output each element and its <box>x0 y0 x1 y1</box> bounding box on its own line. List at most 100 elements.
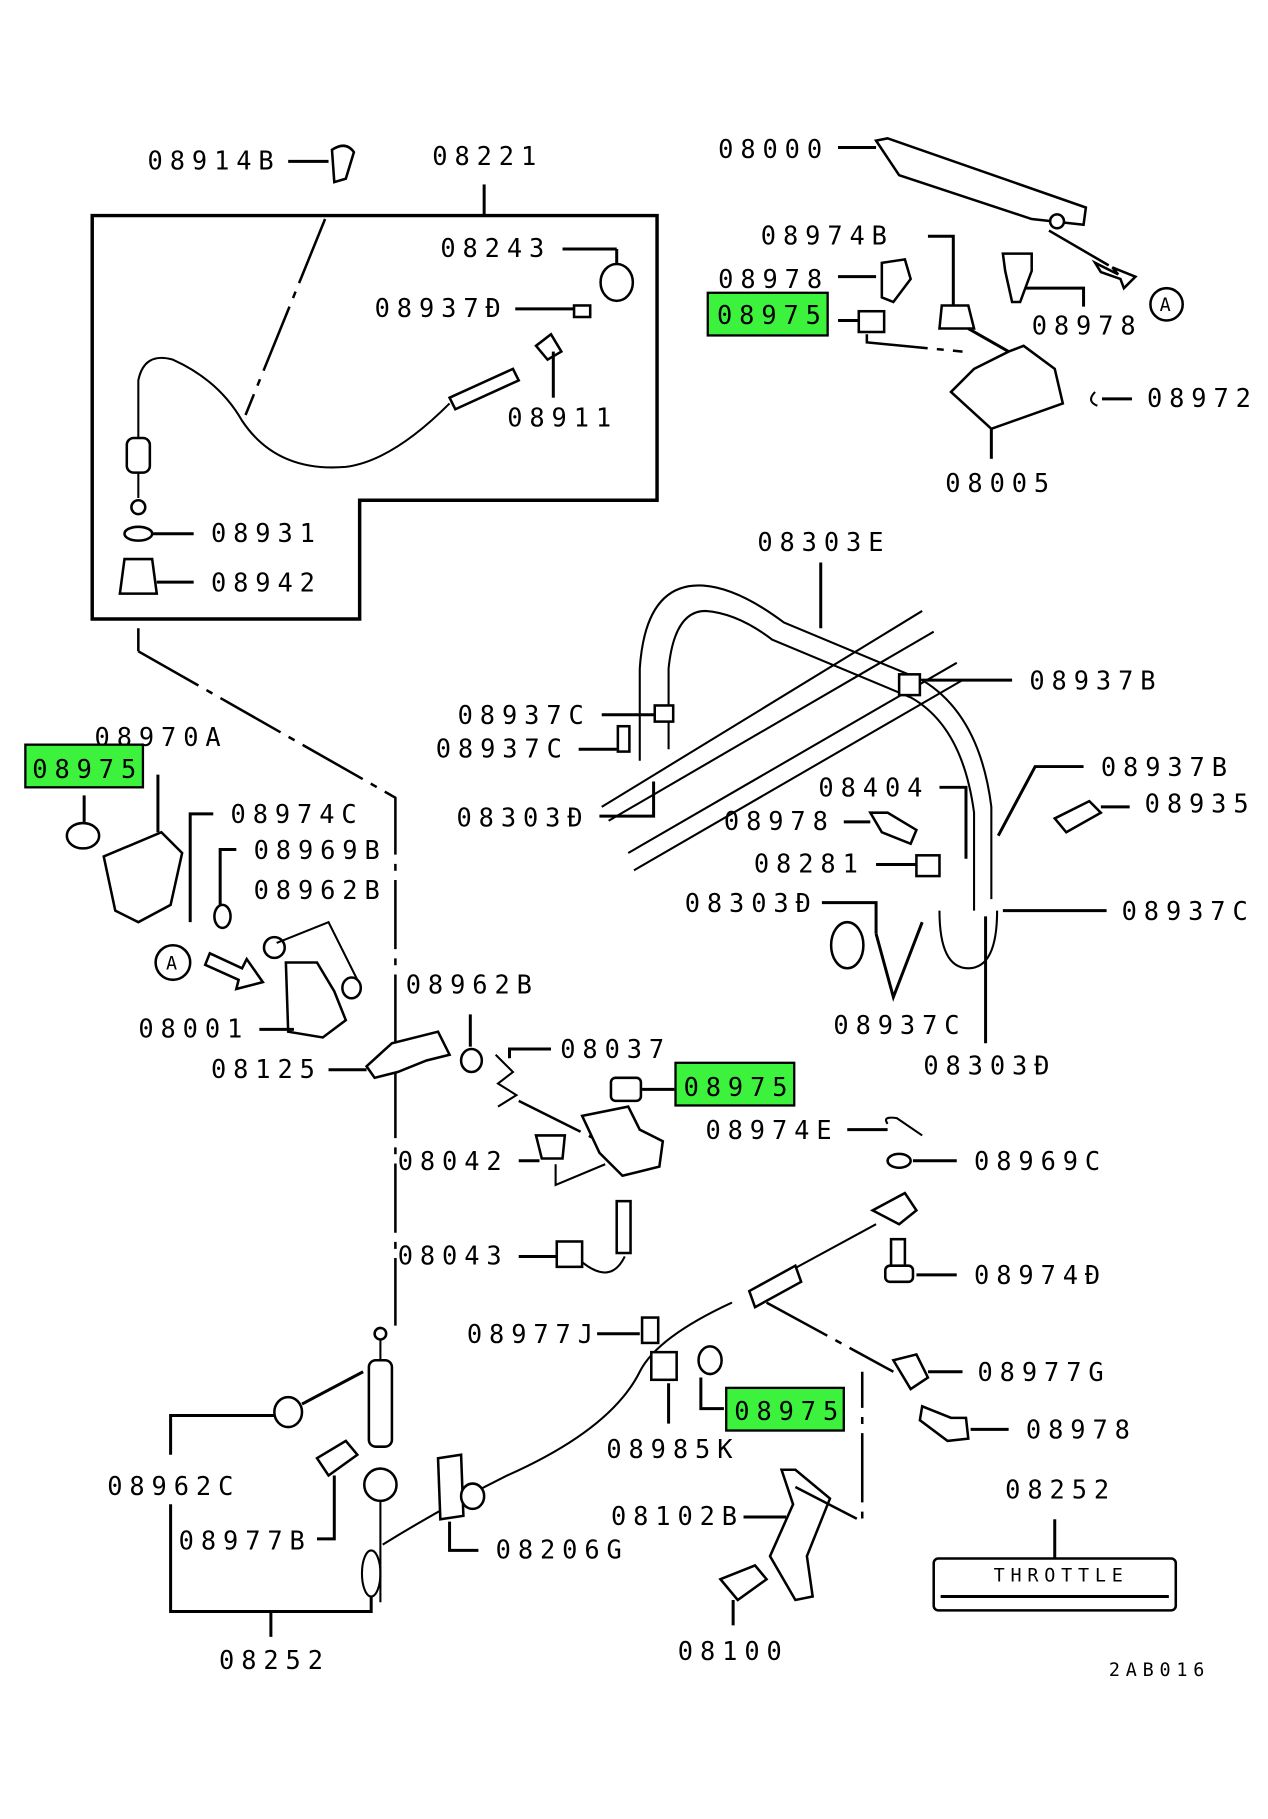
part-label-08978-top[interactable]: 08978 <box>718 264 829 294</box>
part-label-08937C-3[interactable]: 08937C <box>1122 896 1255 926</box>
lever-08125-icon <box>364 1030 452 1080</box>
part-label-08937D[interactable]: 08937Đ <box>375 293 508 323</box>
linkage-group: 08125 08962B 08037 08975 08042 08974E 08… <box>211 970 1107 1290</box>
part-label-08937C-2[interactable]: 08937C <box>436 733 569 763</box>
part-label-08404[interactable]: 08404 <box>818 773 929 803</box>
cable-inner-upper <box>794 1223 877 1269</box>
part-label-08972[interactable]: 08972 <box>1147 383 1258 413</box>
part-label-08975-top[interactable]: 08975 <box>717 300 828 330</box>
part-label-08969C[interactable]: 08969C <box>974 1146 1107 1176</box>
part-label-08303E[interactable]: 08303E <box>757 527 890 557</box>
part-label-08043[interactable]: 08043 <box>398 1241 509 1271</box>
detail-marker-A-left-text: A <box>166 953 183 974</box>
part-label-08985K[interactable]: 08985K <box>606 1434 739 1464</box>
nut-08975-left-icon <box>65 821 101 850</box>
bushing-08962C-icon <box>273 1395 304 1429</box>
part-label-08281[interactable]: 08281 <box>754 849 865 879</box>
part-label-08125[interactable]: 08125 <box>211 1054 322 1084</box>
cable-boot-icon <box>367 1358 394 1448</box>
leader-08206G <box>448 1521 479 1552</box>
hose-fitting-icon <box>829 920 865 970</box>
grommet-08911-icon <box>534 332 564 362</box>
part-label-08977G[interactable]: 08977G <box>978 1357 1111 1387</box>
leader-08974B <box>927 234 955 309</box>
part-label-08974D[interactable]: 08974Đ <box>974 1260 1107 1290</box>
clamp-08937C-1-icon <box>653 704 675 723</box>
part-label-08206G[interactable]: 08206G <box>496 1534 629 1564</box>
detail-a-group: 08970A 08975 08974C 08969B 08962B A 0800… <box>24 628 397 1326</box>
clip-08914B-icon <box>330 144 356 184</box>
pedal-group: 08000 A 08974B 08978 08975 08978 08005 0… <box>706 134 1258 498</box>
part-label-08911[interactable]: 08911 <box>507 403 618 433</box>
connector-08043-icon <box>555 1240 584 1269</box>
part-label-08978-right[interactable]: 08978 <box>1032 310 1143 340</box>
part-label-08978-bottom[interactable]: 08978 <box>1026 1415 1137 1445</box>
part-label-08937C-4[interactable]: 08937C <box>833 1010 966 1040</box>
ball-end-icon <box>130 499 147 516</box>
part-label-08942[interactable]: 08942 <box>211 567 322 597</box>
part-label-08931[interactable]: 08931 <box>211 518 322 548</box>
part-label-08997[interactable]: 08100 <box>678 1636 789 1666</box>
part-label-08252[interactable]: 08252 <box>1005 1475 1116 1505</box>
part-label-08914B[interactable]: 08914B <box>148 145 281 175</box>
part-label-08303D-1[interactable]: 08303Đ <box>456 803 589 833</box>
cable-end-lower-icon <box>125 436 152 474</box>
throttle-plate-text: THROTTLE <box>994 1566 1129 1587</box>
part-label-08962C[interactable]: 08962C <box>107 1471 240 1501</box>
part-label-08001[interactable]: 08001 <box>138 1013 249 1043</box>
cable-clamp-08206G-icon <box>459 1482 486 1511</box>
throttle-cable-upper <box>137 356 451 469</box>
hose-08303E-outer <box>638 584 993 900</box>
bolt-08997-icon <box>718 1563 769 1602</box>
part-label-08974B[interactable]: 08974B <box>761 220 894 250</box>
part-label-08974E[interactable]: 08974E <box>705 1115 838 1145</box>
bolt-08978-bottom-icon <box>918 1404 970 1443</box>
part-label-08977B[interactable]: 08977B <box>179 1525 312 1555</box>
part-label-08978-mid[interactable]: 08978 <box>724 806 835 836</box>
part-label-08974C[interactable]: 08974C <box>231 799 364 829</box>
clip-08937D-icon <box>572 304 592 319</box>
part-label-08037[interactable]: 08037 <box>560 1034 671 1064</box>
pedal-roller-icon <box>1048 213 1066 230</box>
part-label-08937B-2[interactable]: 08937B <box>1101 752 1234 782</box>
leader-08962C-to-cable <box>301 1370 364 1406</box>
pin-08974B-icon <box>938 304 976 330</box>
part-label-08243[interactable]: 08243 <box>440 233 551 263</box>
part-label-08000[interactable]: 08000 <box>718 134 829 164</box>
cable-assembly-group: 08221 08914B 08911 08243 08937Đ 08931 08… <box>90 141 659 621</box>
part-label-08102B[interactable]: 08102B <box>611 1501 744 1531</box>
hose-group: 08303E 08937B 08937C 08937C 08303Đ 08404… <box>436 527 1256 1080</box>
switch-wire <box>581 1256 626 1274</box>
ball-end-lower-icon <box>373 1326 388 1341</box>
part-label-08962B-1[interactable]: 08962B <box>254 875 387 905</box>
cotter-pin-08974E-icon <box>884 1116 923 1137</box>
cable-loop <box>360 1549 382 1598</box>
connector-08281-icon <box>915 854 941 878</box>
clamp-08937C-2-icon <box>616 724 631 753</box>
part-label-08962B-2[interactable]: 08962B <box>406 970 539 1000</box>
highlight-08975-mid <box>674 1061 796 1107</box>
leader-08975-bottom <box>699 1377 724 1411</box>
dash-spring-to-bracket <box>518 1099 600 1143</box>
part-label-08221[interactable]: 08221 <box>432 141 543 171</box>
part-label-08969B[interactable]: 08969B <box>254 835 387 865</box>
part-label-08935[interactable]: 08935 <box>1145 789 1256 819</box>
part-label-08937C-1[interactable]: 08937C <box>458 700 591 730</box>
part-label-08303D-2[interactable]: 08303Đ <box>685 888 818 918</box>
part-label-08975-bottom[interactable]: 08975 <box>734 1396 845 1426</box>
part-label-08937B-1[interactable]: 08937B <box>1029 665 1162 695</box>
part-label-08042[interactable]: 08042 <box>398 1146 509 1176</box>
part-label-08977J[interactable]: 08977J <box>467 1319 600 1349</box>
part-label-08100[interactable]: 08252 <box>219 1645 330 1675</box>
leader-08937B-2 <box>996 765 1084 837</box>
part-label-08975-left[interactable]: 08975 <box>32 754 143 784</box>
part-label-08303D-3[interactable]: 08303Đ <box>923 1050 1056 1080</box>
plate-08970A-icon <box>102 830 184 924</box>
detail-marker-A-left <box>154 943 192 982</box>
part-label-08975-mid[interactable]: 08975 <box>684 1072 795 1102</box>
bracket-line-08001 <box>276 920 359 981</box>
drawing-code: 2AB016 <box>1109 1660 1210 1681</box>
bushing-08001-right-icon <box>341 976 363 1000</box>
part-label-08005[interactable]: 08005 <box>945 468 1056 498</box>
